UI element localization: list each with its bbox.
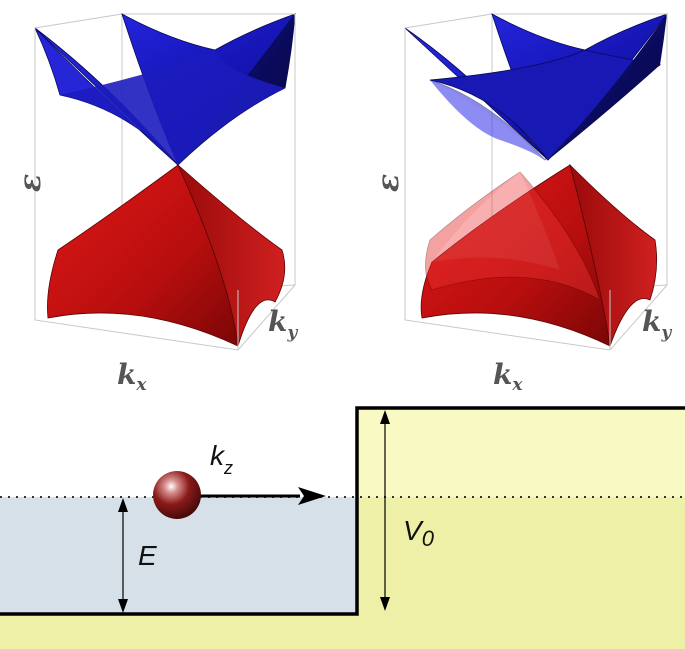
wavevector-label: kz: [210, 440, 233, 478]
energy-axis-label: ε: [13, 174, 48, 192]
energy-label: E: [138, 540, 157, 571]
floor-region: [0, 614, 685, 649]
bounding-box-front: [34, 13, 296, 351]
conduction-band-surface: [34, 12, 297, 166]
valence-band-surface: [47, 164, 286, 347]
kx-axis-label: kx: [493, 358, 523, 395]
potential-profile: [0, 406, 685, 616]
ky-axis-label: ky: [268, 305, 298, 343]
valence-band-shifted: [425, 171, 601, 301]
ky-axis-label: ky: [642, 305, 672, 343]
valence-band-surface: [420, 163, 658, 347]
conduction-band-surface: [404, 13, 669, 161]
barrier-height-arrow: [380, 410, 390, 611]
potential-barrier-diagram: E V0 kz: [0, 406, 685, 649]
barrier-height-label: V0: [403, 515, 435, 551]
particle-sphere: [153, 471, 201, 519]
dirac-cone-panel-left: ε kx ky: [13, 12, 298, 395]
barrier-region-above-energy: [357, 408, 685, 497]
energy-arrow: [118, 498, 128, 613]
energy-axis-label: ε: [371, 174, 406, 192]
kx-axis-label: kx: [117, 358, 147, 395]
barrier-region-below-energy: [357, 497, 685, 614]
bounding-box-front: [404, 13, 668, 351]
wavevector-arrow: [200, 487, 326, 505]
dirac-cone-panel-right: ε kx ky: [371, 13, 672, 395]
